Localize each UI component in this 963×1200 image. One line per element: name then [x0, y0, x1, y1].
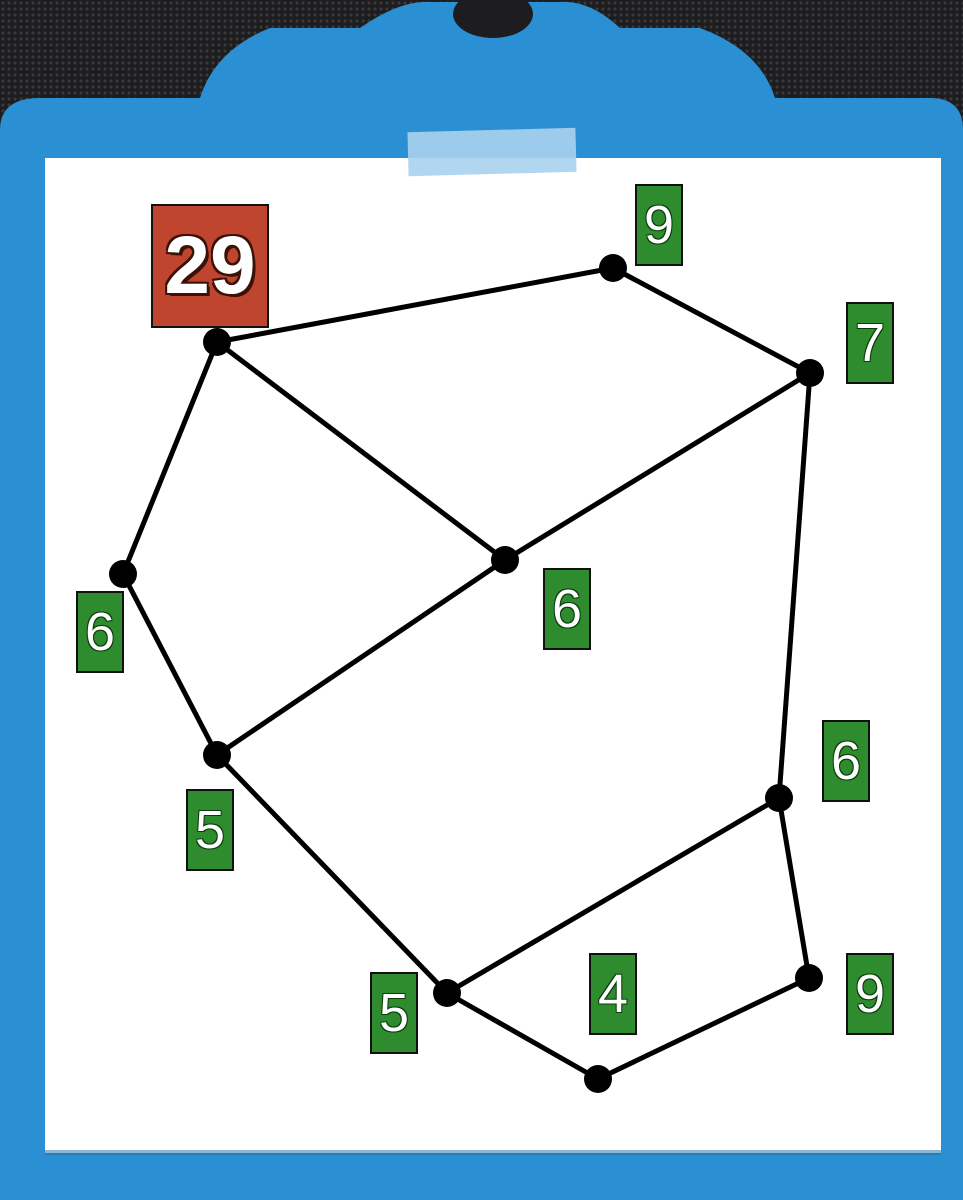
label-bottom-right: 9: [846, 953, 894, 1035]
target-total-badge: 29: [151, 204, 269, 328]
node: [433, 979, 461, 1007]
node: [584, 1065, 612, 1093]
label-right: 6: [822, 720, 870, 802]
label-bottom-left: 5: [370, 972, 418, 1054]
tape-strip: [407, 128, 576, 176]
node: [599, 254, 627, 282]
node: [765, 784, 793, 812]
node: [796, 359, 824, 387]
node: [203, 328, 231, 356]
label-center: 6: [543, 568, 591, 650]
label-top: 9: [635, 184, 683, 266]
node: [491, 546, 519, 574]
label-upper-right: 7: [846, 302, 894, 384]
label-bottom-center: 4: [589, 953, 637, 1035]
node: [203, 741, 231, 769]
node: [795, 964, 823, 992]
label-left: 6: [76, 591, 124, 673]
node: [109, 560, 137, 588]
label-lower-left: 5: [186, 789, 234, 871]
